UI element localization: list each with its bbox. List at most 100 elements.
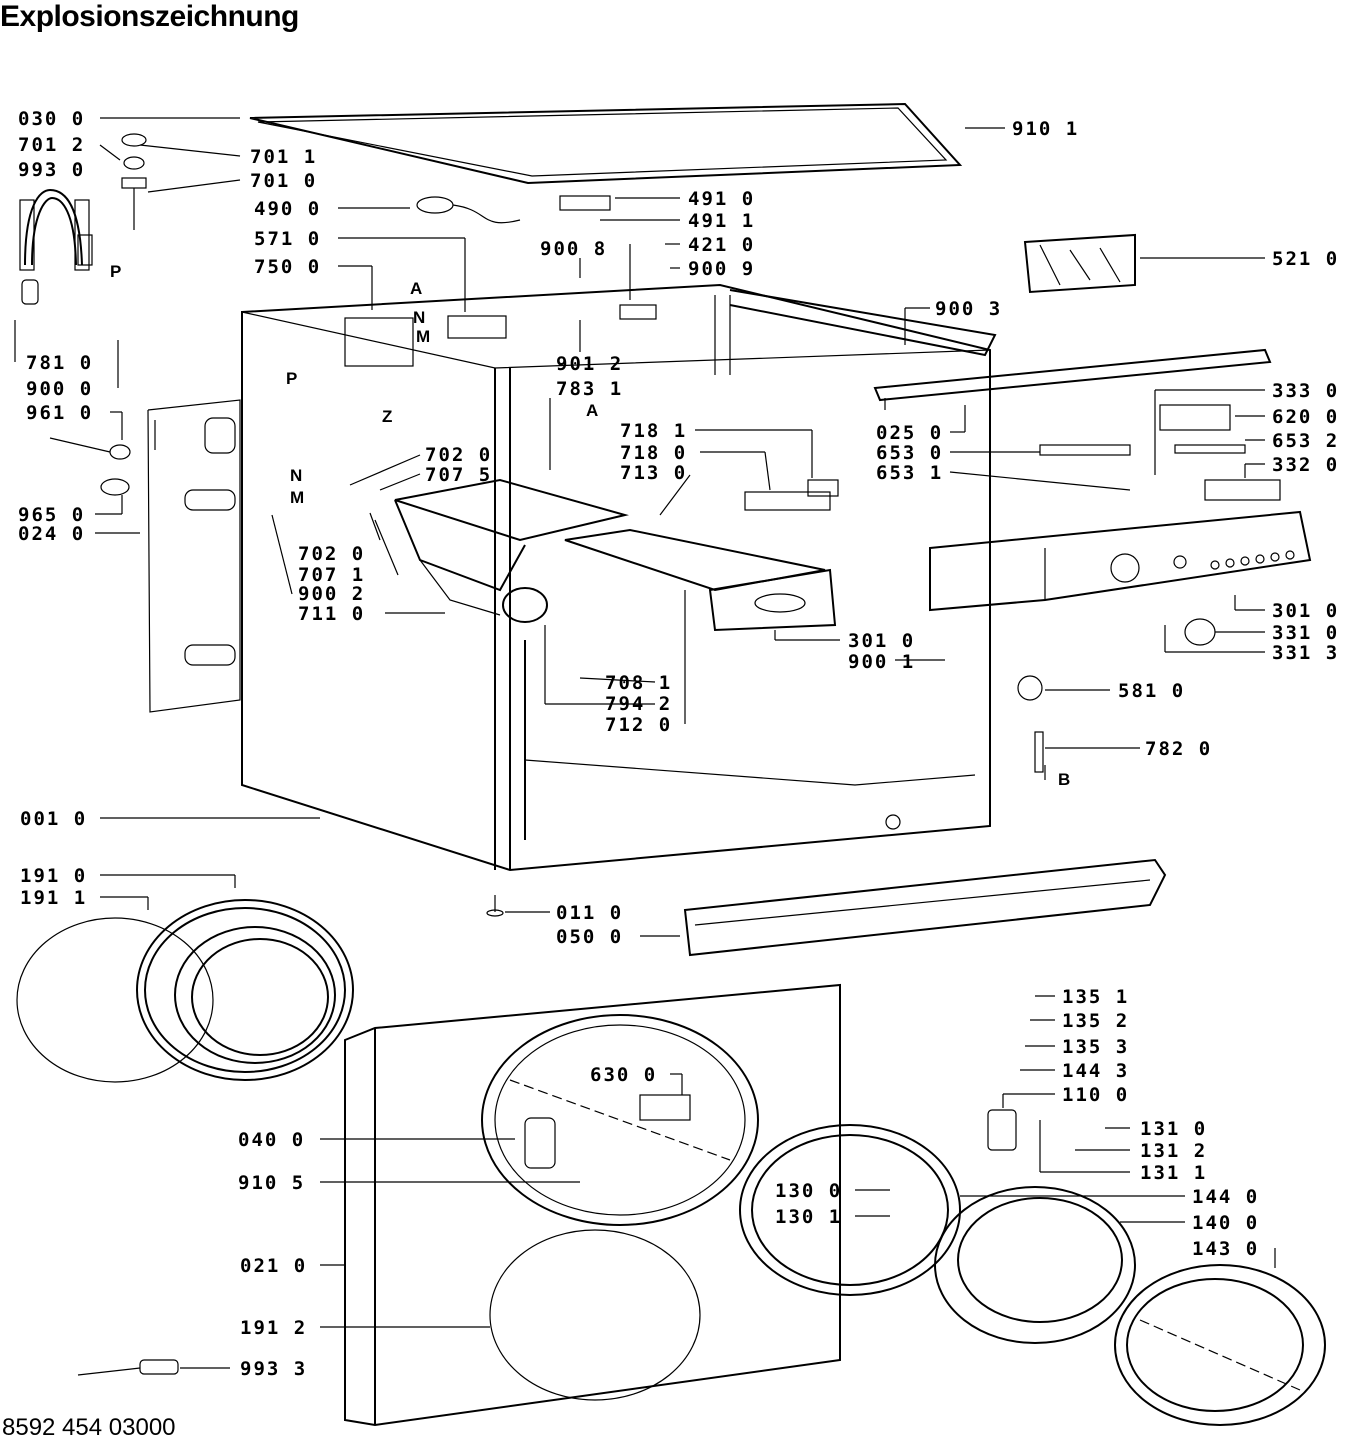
kick-plate: [683, 858, 1167, 957]
callout-783-1: 783 1: [556, 378, 623, 400]
callout-030-0: 030 0: [18, 108, 85, 130]
marker-m-lower: M: [290, 488, 304, 507]
callout-131-0: 131 0: [1140, 1118, 1207, 1140]
callout-701-0: 701 0: [250, 170, 317, 192]
callout-701-2: 701 2: [18, 134, 85, 156]
callout-965-0: 965 0: [18, 504, 85, 526]
drain-hose-assembly: [19, 188, 93, 305]
callout-900-2: 900 2: [298, 583, 365, 605]
callout-140-0: 140 0: [1192, 1212, 1259, 1234]
marker-n-upper: N: [413, 308, 425, 327]
callout-620-0: 620 0: [1272, 406, 1339, 428]
callout-794-2: 794 2: [605, 693, 672, 715]
callout-144-3: 144 3: [1062, 1060, 1129, 1082]
control-panel: [929, 510, 1312, 612]
door-frame-inner: [739, 1124, 961, 1296]
callout-144-0: 144 0: [1192, 1186, 1259, 1208]
callout-910-5: 910 5: [238, 1172, 305, 1194]
callout-333-0: 333 0: [1272, 380, 1339, 402]
callout-707-1: 707 1: [298, 564, 365, 586]
door-glass: [934, 1186, 1136, 1344]
callout-021-0: 021 0: [240, 1255, 307, 1277]
callout-110-0: 110 0: [1062, 1084, 1129, 1106]
callout-900-8: 900 8: [540, 238, 607, 260]
marker-m-upper: M: [416, 327, 430, 346]
callout-782-0: 782 0: [1145, 738, 1212, 760]
callout-581-0: 581 0: [1118, 680, 1185, 702]
callout-901-2: 901 2: [556, 353, 623, 375]
marker-p-valve: P: [286, 369, 297, 388]
callout-900-1: 900 1: [848, 651, 915, 673]
part-labels: 030 0 701 2 993 0 701 1 701 0 490 0 491 …: [18, 108, 1339, 1380]
callout-701-1: 701 1: [250, 146, 317, 168]
cabinet: [241, 283, 997, 872]
callout-191-2: 191 2: [240, 1317, 307, 1339]
callout-900-0: 900 0: [26, 378, 93, 400]
door-frame-outer: [1114, 1264, 1326, 1426]
leader-lines: [14, 117, 1276, 1369]
callout-711-0: 711 0: [298, 603, 365, 625]
callout-130-1: 130 1: [775, 1206, 842, 1228]
callout-653-1: 653 1: [876, 462, 943, 484]
callout-491-1: 491 1: [688, 210, 755, 232]
callout-702-0-lower: 702 0: [298, 543, 365, 565]
callout-521-0: 521 0: [1272, 248, 1339, 270]
letter-markers: P P A N M Z A N M B: [110, 262, 1070, 789]
callout-490-0: 490 0: [254, 198, 321, 220]
callout-707-5: 707 5: [425, 464, 492, 486]
callout-708-1: 708 1: [605, 672, 672, 694]
callout-301-0-panel: 301 0: [1272, 600, 1339, 622]
callout-130-0: 130 0: [775, 1180, 842, 1202]
diagram-title: Explosionszeichnung: [0, 0, 299, 33]
callout-571-0: 571 0: [254, 228, 321, 250]
callout-713-0: 713 0: [620, 462, 687, 484]
door-seal: [16, 899, 354, 1083]
callout-301-0-drawer: 301 0: [848, 630, 915, 652]
callout-993-3: 993 3: [240, 1358, 307, 1380]
callout-910-1: 910 1: [1012, 118, 1079, 140]
marker-z: Z: [382, 407, 392, 426]
control-panel-bracket: [873, 348, 1272, 410]
marker-p-hose: P: [110, 262, 121, 281]
callout-131-2: 131 2: [1140, 1140, 1207, 1162]
callout-900-9: 900 9: [688, 258, 755, 280]
top-cover: [249, 102, 963, 185]
callout-191-0: 191 0: [20, 865, 87, 887]
callout-781-0: 781 0: [26, 352, 93, 374]
callout-421-0: 421 0: [688, 234, 755, 256]
callout-961-0: 961 0: [26, 402, 93, 424]
callout-491-0: 491 0: [688, 188, 755, 210]
callout-993-0: 993 0: [18, 159, 85, 181]
detergent-dispenser: [394, 478, 837, 632]
marker-a-lower: A: [586, 401, 598, 420]
callout-011-0: 011 0: [556, 902, 623, 924]
document-number: 8592 454 03000: [2, 1414, 176, 1441]
callout-135-3: 135 3: [1062, 1036, 1129, 1058]
rear-panel: [147, 399, 241, 713]
callout-718-0: 718 0: [620, 442, 687, 464]
callout-653-2: 653 2: [1272, 430, 1339, 452]
callout-024-0: 024 0: [18, 523, 85, 545]
marker-a-upper: A: [410, 279, 422, 298]
callout-702-0-upper: 702 0: [425, 444, 492, 466]
callout-750-0: 750 0: [254, 256, 321, 278]
callout-331-3: 331 3: [1272, 642, 1339, 664]
callout-630-0: 630 0: [590, 1064, 657, 1086]
callout-653-0: 653 0: [876, 442, 943, 464]
small-parts: [49, 133, 1281, 1376]
callout-332-0: 332 0: [1272, 454, 1339, 476]
callout-135-1: 135 1: [1062, 986, 1129, 1008]
callout-050-0: 050 0: [556, 926, 623, 948]
marker-n-lower: N: [290, 466, 302, 485]
electronic-module: [1023, 233, 1136, 294]
callout-025-0: 025 0: [876, 422, 943, 444]
callout-191-1: 191 1: [20, 887, 87, 909]
callout-718-1: 718 1: [620, 420, 687, 442]
callout-001-0: 001 0: [20, 808, 87, 830]
callout-040-0: 040 0: [238, 1129, 305, 1151]
callout-135-2: 135 2: [1062, 1010, 1129, 1032]
front-panel: [344, 983, 841, 1427]
callout-712-0: 712 0: [605, 714, 672, 736]
callout-143-0: 143 0: [1192, 1238, 1259, 1260]
